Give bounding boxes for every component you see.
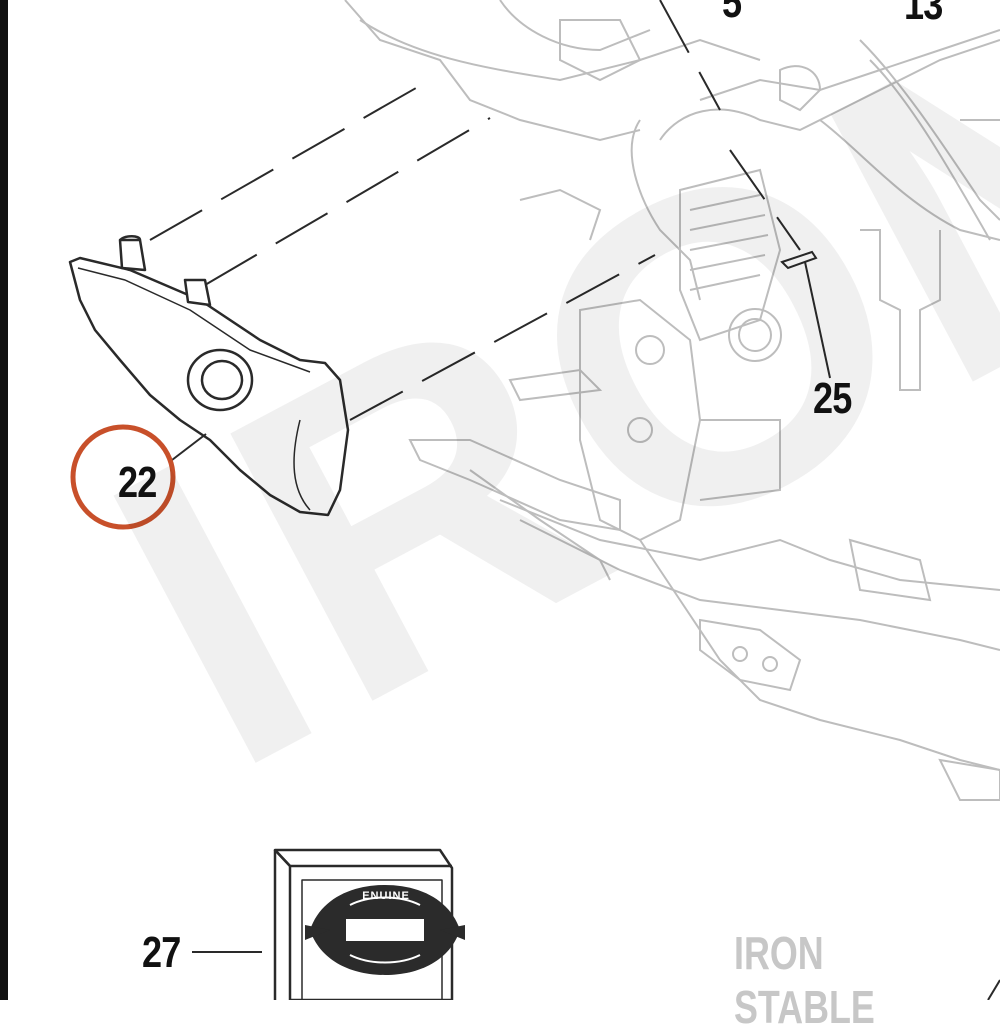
callout-22: 22 — [118, 458, 157, 507]
part-22-cover — [68, 235, 350, 517]
brand-label: IRON STABLE — [734, 927, 875, 1033]
ghost-frame — [344, 0, 1000, 801]
dashed-leaders — [149, 0, 801, 421]
callout-13: 13 — [904, 0, 943, 29]
callout-27: 27 — [142, 928, 181, 977]
left-border — [0, 0, 8, 1000]
solid-leaders — [171, 261, 1000, 1000]
diagram-drawing — [0, 0, 1000, 1000]
emblem-logo — [305, 885, 465, 975]
highlight-circle — [70, 424, 176, 530]
callout-25: 25 — [813, 374, 852, 423]
emblem-text: ENUINE — [362, 890, 410, 902]
callout-5: 5 — [722, 0, 742, 27]
part-25-clip — [780, 250, 818, 270]
